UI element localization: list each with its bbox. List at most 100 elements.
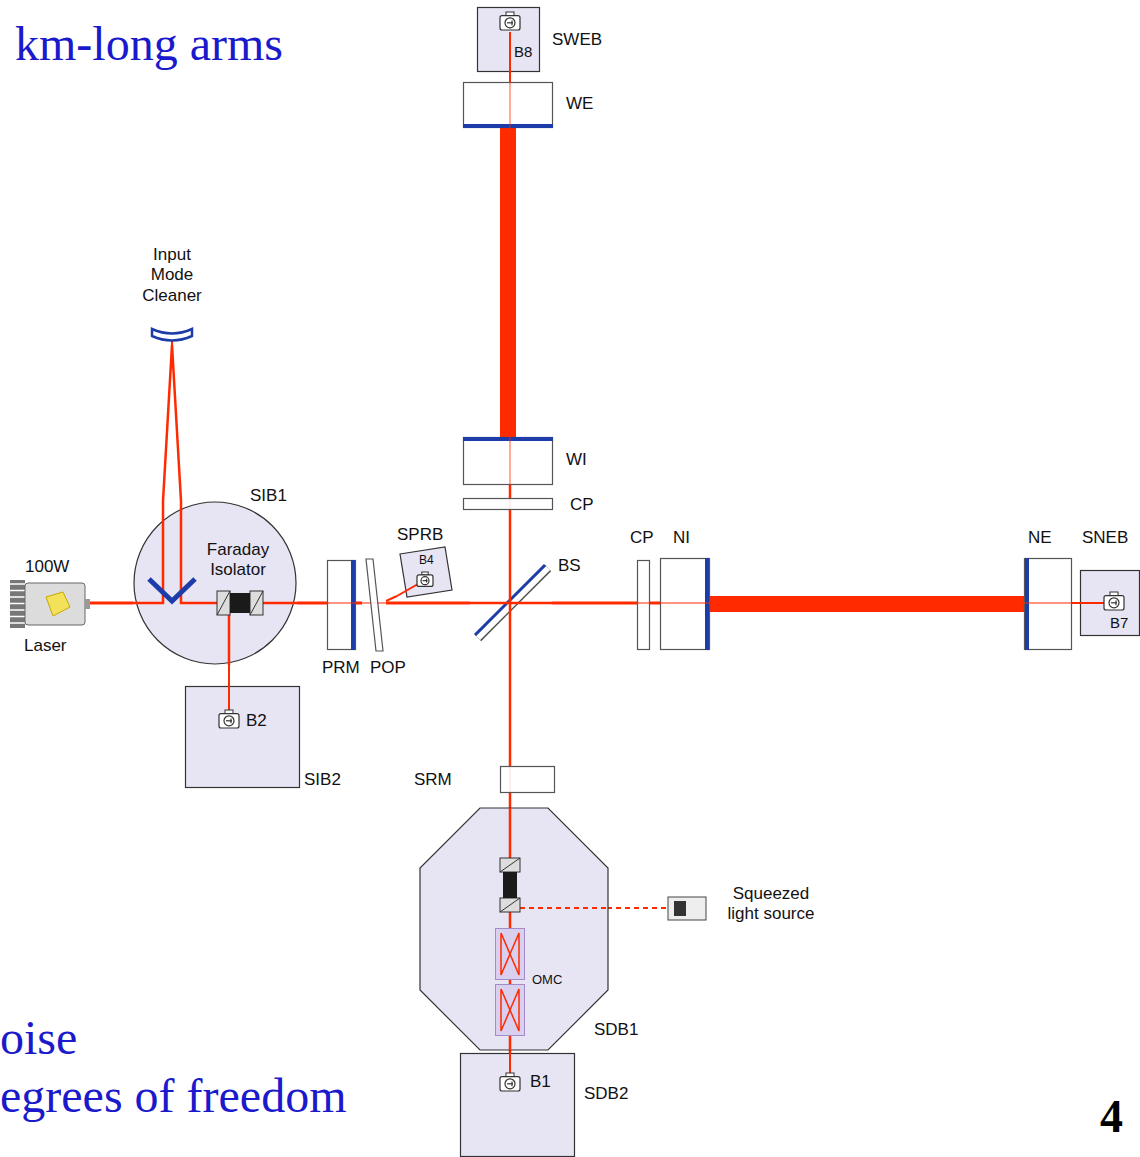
compensation-plate-shape bbox=[463, 498, 553, 510]
photodiode-icon bbox=[1104, 592, 1124, 610]
node-label: SIB2 bbox=[304, 770, 341, 790]
laser-beam bbox=[509, 32, 511, 72]
mirror-coating bbox=[463, 124, 553, 128]
mirror: WI bbox=[463, 437, 553, 485]
bench-circle: SIB1Faraday Isolator bbox=[133, 501, 297, 665]
pickoff-plate: POP bbox=[362, 558, 386, 652]
laser-beam bbox=[637, 602, 650, 604]
laser-beam bbox=[710, 596, 1024, 612]
node-label: NI bbox=[673, 528, 690, 548]
node-label: Squeezed light source bbox=[716, 884, 826, 925]
mirror: NI bbox=[660, 558, 710, 650]
laser-beam bbox=[228, 665, 230, 686]
optic-body bbox=[464, 438, 553, 485]
node-label: SPRB bbox=[397, 525, 443, 545]
light-source: Squeezed light source bbox=[666, 884, 830, 930]
mode-cleaner: Input Mode Cleaner bbox=[137, 245, 207, 345]
laser-beam bbox=[327, 602, 356, 604]
bench-box: SPRBB4 bbox=[397, 546, 453, 598]
compensation-plate: CP bbox=[463, 498, 553, 510]
node-label: B2 bbox=[246, 711, 267, 731]
laser-beam bbox=[509, 72, 511, 82]
bench-box-shape bbox=[460, 1053, 575, 1157]
isolator-symbol bbox=[500, 858, 520, 912]
mirror-coating bbox=[351, 560, 355, 650]
laser-source: 100W Laser bbox=[8, 555, 90, 660]
laser-beam bbox=[133, 501, 297, 665]
node-label: WI bbox=[566, 450, 587, 470]
node-label: SRM bbox=[414, 770, 452, 790]
laser-beam bbox=[386, 602, 470, 605]
breadboard-box bbox=[186, 687, 300, 788]
photodiode-icon bbox=[500, 12, 520, 30]
node-label: SDB1 bbox=[594, 1020, 638, 1040]
laser-beam bbox=[608, 907, 666, 909]
laser-beam bbox=[509, 485, 512, 498]
optic-body bbox=[464, 83, 553, 128]
optic-body bbox=[464, 499, 553, 510]
page-number: 4 bbox=[1100, 1094, 1123, 1140]
mirror-shape bbox=[500, 766, 555, 793]
laser-beam bbox=[660, 602, 710, 604]
v-mirror bbox=[149, 579, 195, 601]
beam-splitter-shape bbox=[470, 562, 552, 644]
laser-beam bbox=[509, 510, 512, 562]
bench-box: SNEBB7 bbox=[1080, 570, 1140, 636]
bench-box-shape bbox=[185, 686, 300, 788]
node-label: CP bbox=[630, 528, 654, 548]
node-label: POP bbox=[370, 658, 406, 678]
node-label: SWEB bbox=[552, 30, 602, 50]
node-label: SNEB bbox=[1082, 528, 1128, 548]
mirror: SRM bbox=[500, 766, 555, 793]
mirror-shape bbox=[463, 82, 553, 128]
mode-cleaner-shape bbox=[495, 928, 525, 1036]
squeezed-beam bbox=[520, 907, 608, 909]
photodiode-icon bbox=[500, 1073, 520, 1091]
laser-beam bbox=[1080, 602, 1104, 604]
node-label: PRM bbox=[322, 658, 360, 678]
slide-text: oise bbox=[0, 1014, 77, 1062]
laser-beam bbox=[650, 602, 660, 605]
bench-box: B2SIB2 bbox=[185, 686, 300, 788]
curved-mirror bbox=[152, 329, 192, 341]
bench-outline bbox=[134, 502, 296, 664]
node-label: B1 bbox=[530, 1072, 551, 1092]
mirror: NE bbox=[1024, 558, 1072, 650]
node-label: SIB1 bbox=[250, 486, 287, 506]
laser-beam bbox=[552, 602, 637, 605]
node-label: BS bbox=[558, 556, 581, 576]
node-label: Laser bbox=[24, 636, 67, 656]
bench-octagon: SDB1OMC bbox=[420, 808, 608, 1050]
breadboard-box bbox=[1081, 571, 1140, 636]
node-label: 100W bbox=[25, 557, 69, 577]
node-label: OMC bbox=[532, 972, 562, 988]
bench-circle-shape bbox=[133, 501, 297, 665]
node-label: Input Mode Cleaner bbox=[137, 245, 207, 306]
laser-beam bbox=[356, 602, 362, 605]
node-label: B8 bbox=[514, 43, 532, 61]
node-label: SDB2 bbox=[584, 1084, 628, 1104]
photodiode-icon bbox=[219, 710, 239, 728]
optic-body bbox=[501, 767, 555, 793]
node-label: NE bbox=[1028, 528, 1052, 548]
bench-box: B8SWEB bbox=[477, 7, 540, 72]
laser-beam bbox=[509, 437, 511, 485]
mirror-coating bbox=[463, 437, 553, 441]
node-label: B7 bbox=[1110, 614, 1128, 632]
laser-beam bbox=[228, 686, 230, 712]
mirror: PRM bbox=[327, 560, 356, 650]
laser-beam bbox=[509, 793, 512, 808]
node-label: Faraday Isolator bbox=[192, 540, 284, 581]
laser-beam bbox=[509, 82, 511, 128]
breadboard-box bbox=[461, 1054, 575, 1157]
laser-beam bbox=[509, 82, 511, 128]
laser-beam bbox=[90, 602, 133, 605]
node-label: WE bbox=[566, 94, 593, 114]
breadboard-box bbox=[478, 8, 540, 72]
pickoff-plate-shape bbox=[362, 558, 386, 652]
laser-beam bbox=[500, 128, 516, 437]
node-label: CP bbox=[570, 495, 594, 515]
photodiode-icon bbox=[417, 572, 433, 586]
optic-body bbox=[638, 561, 650, 650]
laser-beam bbox=[297, 602, 327, 605]
